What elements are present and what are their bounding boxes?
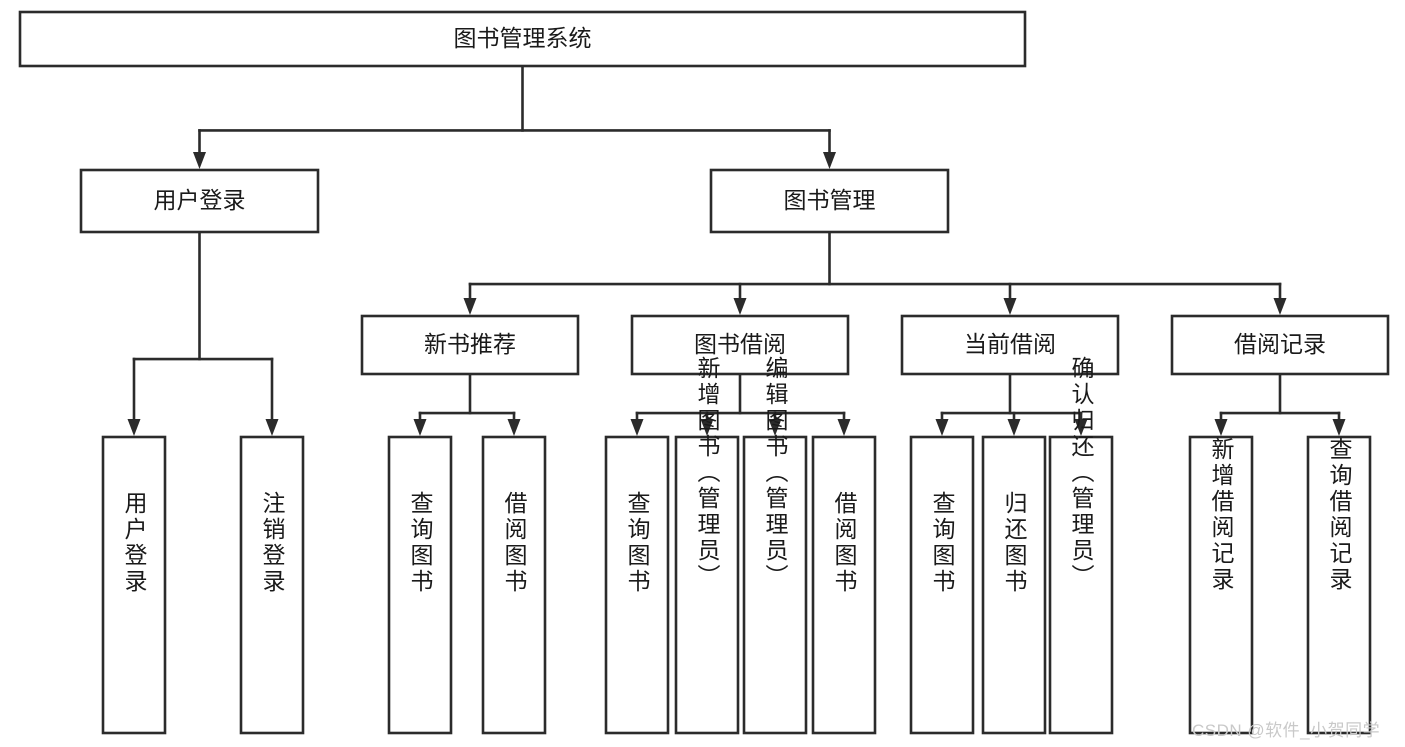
edge-group-user-login [127, 230, 279, 436]
edge-group-new-book-rec [413, 372, 521, 436]
node-current-borrow[interactable]: 当前借阅 [900, 314, 1120, 376]
node-book-manage[interactable]: 图书管理 [709, 168, 950, 234]
node-box-book-manage [709, 168, 950, 234]
node-label-leaf-borrow-book-1: 借阅图书 [501, 491, 528, 595]
node-leaf-add-record[interactable]: 新增借阅记录 [1188, 435, 1254, 735]
node-label-leaf-add-record: 新增借阅记录 [1208, 437, 1235, 593]
node-box-leaf-add-record [1188, 435, 1254, 735]
node-leaf-query-book-2[interactable]: 查询图书 [604, 435, 670, 735]
node-leaf-user-login[interactable]: 用户登录 [101, 435, 167, 735]
node-box-leaf-query-record [1306, 435, 1372, 735]
node-box-leaf-query-book-3 [909, 435, 975, 735]
node-box-book-borrow [630, 314, 850, 376]
node-box-leaf-edit-book [742, 435, 808, 735]
node-box-leaf-add-book [674, 435, 740, 735]
node-leaf-query-record[interactable]: 查询借阅记录 [1306, 435, 1372, 735]
nodes-layer: 图书管理系统用户登录图书管理新书推荐图书借阅当前借阅借阅记录用户登录注销登录查询… [18, 10, 1390, 735]
node-label-borrow-record: 借阅记录 [1234, 331, 1326, 357]
node-borrow-record[interactable]: 借阅记录 [1170, 314, 1390, 376]
node-leaf-add-book[interactable]: 新增图书（管理员） [674, 356, 740, 735]
node-label-current-borrow: 当前借阅 [964, 331, 1056, 357]
edge-group-borrow-record [1214, 372, 1346, 436]
node-leaf-logout[interactable]: 注销登录 [239, 435, 305, 735]
node-box-leaf-logout [239, 435, 305, 735]
node-label-leaf-return-book: 归还图书 [1001, 491, 1028, 595]
node-new-book-rec[interactable]: 新书推荐 [360, 314, 580, 376]
node-leaf-borrow-book-2[interactable]: 借阅图书 [811, 435, 877, 735]
node-label-book-borrow: 图书借阅 [694, 331, 786, 357]
node-label-book-manage: 图书管理 [784, 187, 876, 213]
node-box-leaf-query-book-1 [387, 435, 453, 735]
node-label-root: 图书管理系统 [454, 25, 592, 51]
node-label-leaf-add-book: 新增图书（管理员） [694, 356, 721, 590]
node-box-leaf-query-book-2 [604, 435, 670, 735]
edge-group-book-manage [463, 230, 1287, 315]
node-box-leaf-user-login [101, 435, 167, 735]
node-leaf-confirm-return[interactable]: 确认归还（管理员） [1048, 356, 1114, 735]
node-label-leaf-confirm-return: 确认归还（管理员） [1068, 356, 1095, 590]
node-leaf-edit-book[interactable]: 编辑图书（管理员） [742, 356, 808, 735]
node-label-leaf-logout: 注销登录 [259, 491, 286, 595]
node-label-leaf-query-book-1: 查询图书 [407, 491, 434, 595]
node-root[interactable]: 图书管理系统 [18, 10, 1027, 68]
node-box-leaf-return-book [981, 435, 1047, 735]
edges-layer [127, 64, 1346, 436]
edge-group-book-borrow [630, 372, 851, 436]
node-box-user-login [79, 168, 320, 234]
node-box-root [18, 10, 1027, 68]
node-label-leaf-edit-book: 编辑图书（管理员） [762, 356, 789, 590]
node-label-leaf-query-book-2: 查询图书 [624, 491, 651, 595]
node-box-new-book-rec [360, 314, 580, 376]
edge-group-current-borrow [935, 372, 1088, 436]
node-label-leaf-query-book-3: 查询图书 [929, 491, 956, 595]
node-label-leaf-user-login: 用户登录 [121, 491, 148, 595]
node-leaf-query-book-1[interactable]: 查询图书 [387, 435, 453, 735]
watermark-label: CSDN @软件_小贺同学 [1192, 721, 1381, 740]
node-box-current-borrow [900, 314, 1120, 376]
node-leaf-return-book[interactable]: 归还图书 [981, 435, 1047, 735]
node-box-leaf-confirm-return [1048, 435, 1114, 735]
node-label-leaf-query-record: 查询借阅记录 [1326, 437, 1353, 593]
node-label-user-login: 用户登录 [154, 187, 246, 213]
node-leaf-borrow-book-1[interactable]: 借阅图书 [481, 435, 547, 735]
node-label-leaf-borrow-book-2: 借阅图书 [831, 491, 858, 595]
node-book-borrow[interactable]: 图书借阅 [630, 314, 850, 376]
node-box-leaf-borrow-book-1 [481, 435, 547, 735]
edge-group-root [193, 64, 836, 169]
node-user-login[interactable]: 用户登录 [79, 168, 320, 234]
node-leaf-query-book-3[interactable]: 查询图书 [909, 435, 975, 735]
node-box-leaf-borrow-book-2 [811, 435, 877, 735]
node-box-borrow-record [1170, 314, 1390, 376]
node-label-new-book-rec: 新书推荐 [424, 331, 516, 357]
